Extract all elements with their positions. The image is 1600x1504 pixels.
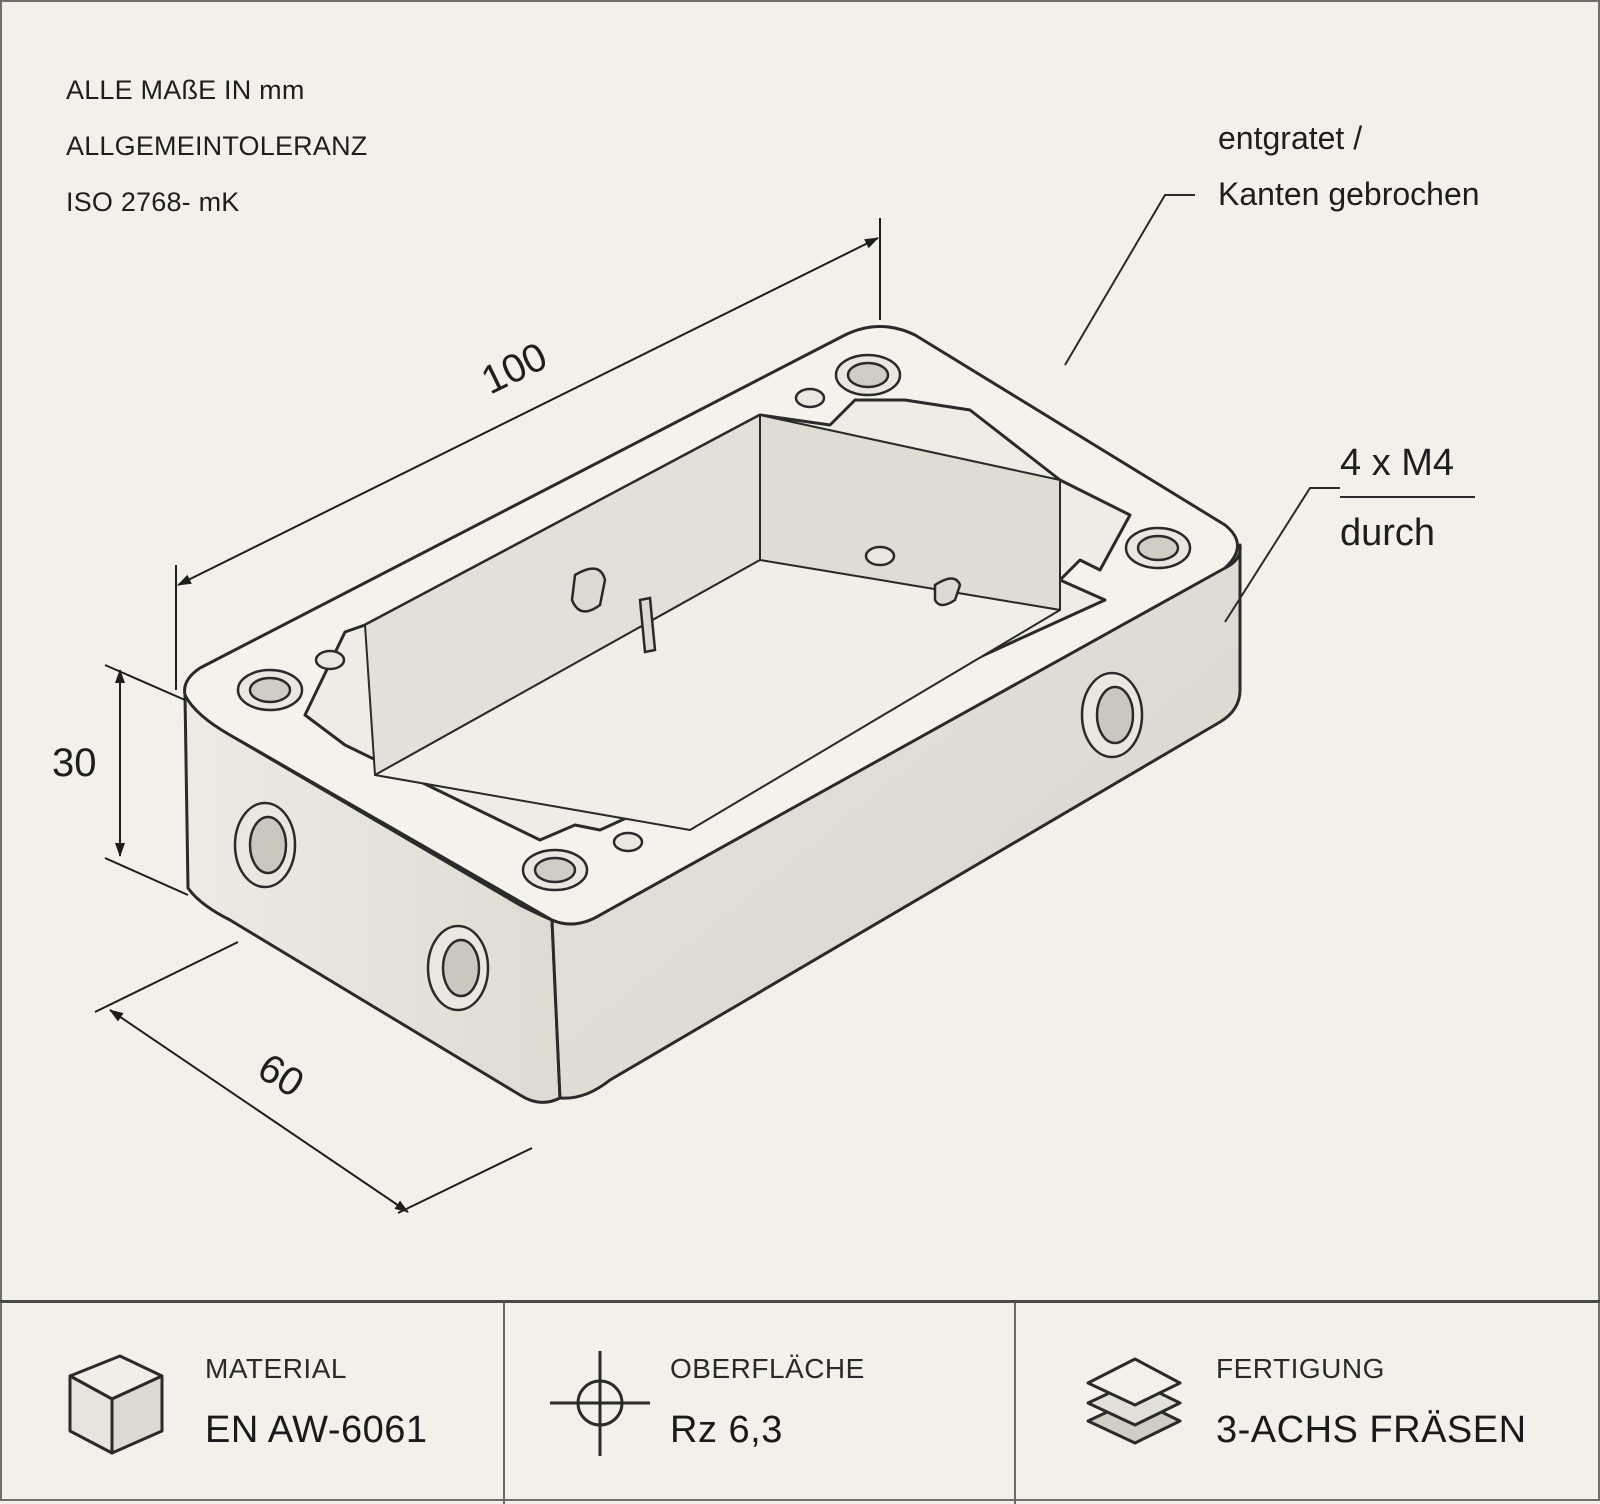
material-cell: MATERIAL EN AW-6061	[0, 1303, 502, 1504]
dimension-100	[175, 218, 881, 690]
pin-hole	[612, 831, 644, 853]
pocket-slot	[933, 577, 962, 607]
note-units: ALLE MAßE IN mm	[66, 75, 305, 105]
crosshair-icon	[545, 1341, 655, 1466]
surface-value: Rz 6,3	[670, 1409, 783, 1451]
dimension-length-label: 100	[475, 334, 554, 403]
layers-icon	[1080, 1341, 1190, 1466]
cube-icon	[60, 1341, 170, 1466]
dimension-height-label: 30	[52, 741, 97, 785]
dimension-30	[104, 664, 189, 896]
manufacturing-cell: FERTIGUNG 3-ACHS FRÄSEN	[1014, 1303, 1600, 1504]
thread-callout-type: durch	[1340, 512, 1436, 554]
thread-callout: 4 x M4 durch	[1340, 432, 1475, 564]
material-value: EN AW-6061	[205, 1409, 428, 1451]
leader-lines	[1064, 194, 1340, 623]
pocket-slot	[638, 596, 657, 654]
pocket-slot	[570, 567, 607, 613]
dimension-width-label: 60	[250, 1045, 311, 1106]
edge-callout: entgratet / Kanten gebrochen	[1218, 110, 1480, 222]
title-block: MATERIAL EN AW-6061 OBERFLÄCHE Rz 6,3	[0, 1300, 1600, 1504]
surface-label: OBERFLÄCHE	[670, 1353, 865, 1384]
general-notes: ALLE MAßE IN mm ALLGEMEINTOLERANZ ISO 27…	[66, 62, 367, 230]
pin-hole	[314, 649, 346, 671]
pin-hole	[794, 387, 826, 409]
edge-callout-line1: entgratet /	[1218, 120, 1363, 156]
manufacturing-label: FERTIGUNG	[1216, 1353, 1385, 1384]
surface-cell: OBERFLÄCHE Rz 6,3	[503, 1303, 1015, 1504]
material-label: MATERIAL	[205, 1353, 347, 1384]
dimension-60	[94, 941, 533, 1214]
note-tolerance-standard: ISO 2768- mK	[66, 187, 240, 217]
pin-hole	[864, 545, 896, 567]
note-tolerance-title: ALLGEMEINTOLERANZ	[66, 131, 368, 161]
manufacturing-value: 3-ACHS FRÄSEN	[1216, 1409, 1527, 1451]
thread-callout-spec: 4 x M4	[1340, 442, 1455, 484]
thread-callout-rule	[1340, 496, 1475, 498]
edge-callout-line2: Kanten gebrochen	[1218, 176, 1480, 212]
pocket-floor	[374, 559, 1061, 831]
isometric-part-drawing: 100 30 60	[52, 194, 1340, 1214]
